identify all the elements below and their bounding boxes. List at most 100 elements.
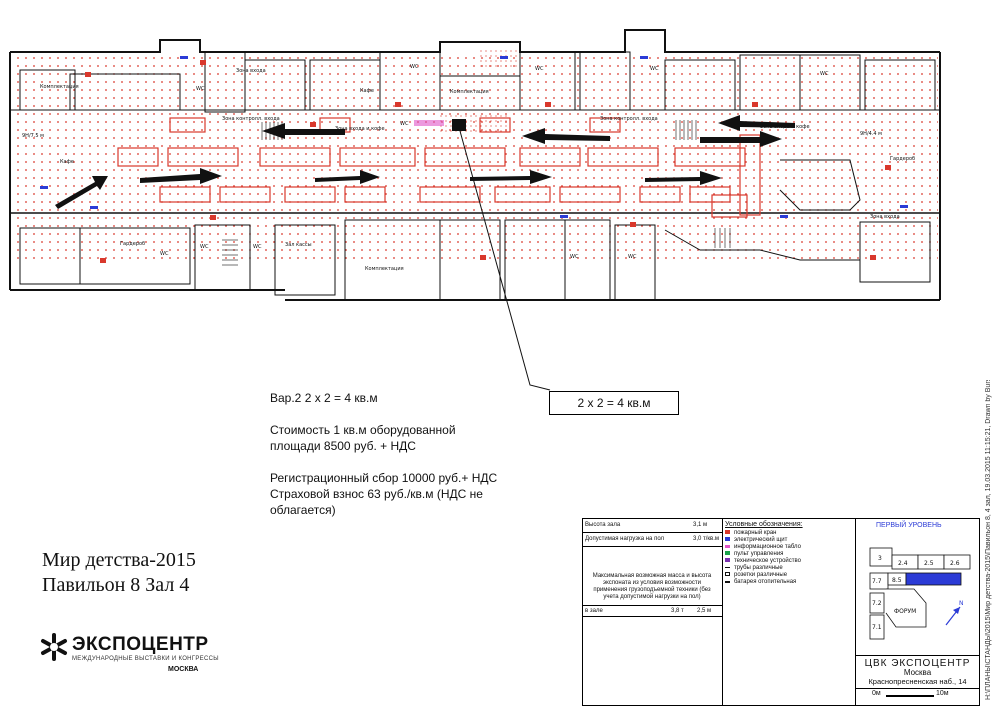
floor-load-row: Допустимая нагрузка на пол 3,0 т/кв.м xyxy=(583,533,722,547)
star-icon xyxy=(41,633,67,661)
selected-stand xyxy=(452,119,466,131)
pav-8-5: 8.5 xyxy=(892,577,902,584)
label-mark-left: 9Н/7.5 м xyxy=(22,133,44,139)
label-contr-right: Зона контролл. входа xyxy=(600,116,658,122)
legend-item: батарея отопительная xyxy=(725,579,853,586)
cost-line-1: Стоимость 1 кв.м оборудованной xyxy=(270,423,456,437)
org-name: ЦВК ЭКСПОЦЕНТР xyxy=(864,658,971,669)
flow-arrows xyxy=(55,115,795,209)
hall-height-label: Высота зала xyxy=(585,522,621,528)
in-hall-row: в зале 3,8 т 2,5 м xyxy=(583,605,722,617)
fire-hydrant-markers xyxy=(85,60,891,263)
pav-2-6: 2.6 xyxy=(950,560,960,567)
file-path-text: H:\ПЛАНЫ\СТАНДЫ\2015\Мир детства-2015\Па… xyxy=(985,380,992,700)
level-map: ПЕРВЫЙ УРОВЕНЬ 3 2.4 2.5 2.6 7.7 8.5 xyxy=(855,519,979,655)
legend-item: электрический щит xyxy=(725,537,853,544)
pav-3: 3 xyxy=(878,555,882,562)
label-vhod-right: Зона входа и кофе xyxy=(760,124,810,130)
pav-7-7: 7.7 xyxy=(872,578,882,585)
expocentre-logo: ЭКСПОЦЕНТР МЕЖДУНАРОДНЫЕ ВЫСТАВКИ И КОНГ… xyxy=(40,632,230,682)
event-subtitle: Павильон 8 Зал 4 xyxy=(42,574,190,596)
legend-item: пульт управления xyxy=(725,551,853,558)
label-wc: WC xyxy=(200,244,209,250)
label-wc: WC xyxy=(196,86,205,92)
pav-2-5: 2.5 xyxy=(924,560,934,567)
title-stamp: Высота зала 3,1 м Допустимая нагрузка на… xyxy=(582,518,980,706)
scale-right: 10м xyxy=(936,690,949,697)
info-board xyxy=(414,120,444,126)
scale-bar: 0м 10м xyxy=(856,688,979,701)
registration-fee: Регистрационный сбор 10000 руб.+ НДС xyxy=(270,471,498,485)
stand-outlines xyxy=(117,117,761,218)
callout-text: 2 х 2 = 4 кв.м xyxy=(577,396,651,410)
logo-tagline: МЕЖДУНАРОДНЫЕ ВЫСТАВКИ И КОНГРЕССЫ xyxy=(72,656,219,662)
label-wc: WC xyxy=(410,64,419,70)
north-arrow-icon xyxy=(945,606,961,626)
label-wc: WC xyxy=(535,66,544,72)
variant-text: Вар.2 2 х 2 = 4 кв.м xyxy=(270,391,378,405)
label-mark-right: 9Н/4.4 м xyxy=(860,131,882,137)
exhibition-area xyxy=(8,50,938,264)
legend-item: техническое устройство xyxy=(725,558,853,565)
label-wc: WC xyxy=(820,71,829,77)
floor-load-label: Допустимая нагрузка на пол xyxy=(585,536,665,542)
in-hall-mass: 3,8 т xyxy=(671,608,684,614)
hall-height-value: 3,1 м xyxy=(693,522,708,528)
org-city: Москва xyxy=(903,668,932,677)
callout-pointer xyxy=(459,130,551,391)
hall-params: Высота зала 3,1 м Допустимая нагрузка на… xyxy=(583,519,723,705)
label-gardero-left: Гардероб xyxy=(120,241,145,247)
label-vhod-right-lower: Зона входа xyxy=(870,214,900,220)
in-hall-height: 2,5 м xyxy=(697,608,712,614)
max-mass-text: Максимальная возможная масса и высота эк… xyxy=(592,573,712,600)
logo-name: ЭКСПОЦЕНТР xyxy=(72,634,209,655)
legend-item: информационное табло xyxy=(725,544,853,551)
legend-item: трубы различные xyxy=(725,565,853,572)
floor-load-value: 3,0 т/кв.м xyxy=(693,536,720,542)
room-labels: Комплектация Комплектация Комплектация Г… xyxy=(22,64,915,272)
level-title: ПЕРВЫЙ УРОВЕНЬ xyxy=(876,522,942,529)
stand-size-callout: 2 х 2 = 4 кв.м xyxy=(549,391,679,415)
label-wc: WC xyxy=(253,244,262,250)
legend: Условные обозначения: пожарный кран элек… xyxy=(725,521,853,611)
label-gardero-right: Гардероб xyxy=(890,156,915,162)
insurance-line-1: Страховой взнос 63 руб./кв.м (НДС не xyxy=(270,487,483,501)
label-wc: WC xyxy=(160,251,169,257)
label-vhod-left: Зона входа xyxy=(236,68,266,74)
label-kassy: Зал кассы xyxy=(285,242,312,248)
cost-line-2: площади 8500 руб. + НДС xyxy=(270,439,416,453)
label-kompl-top-left: Комплектация xyxy=(40,84,79,90)
legend-item: пожарный кран xyxy=(725,530,853,537)
walls xyxy=(9,29,941,301)
pav-2-4: 2.4 xyxy=(898,560,908,567)
label-kompl-bottom: Комплектация xyxy=(365,266,404,272)
label-kafe: Кафе xyxy=(60,159,74,165)
pav-7-2: 7.2 xyxy=(872,600,882,607)
electric-panel-markers xyxy=(40,56,908,218)
north-label: N xyxy=(959,600,964,607)
label-contr-left: Зона контролл. входа xyxy=(222,116,280,122)
label-vhod-mid: Зона входа и кофе xyxy=(335,126,385,132)
pav-7-1: 7.1 xyxy=(872,624,882,631)
legend-item: розетки различные xyxy=(725,572,853,579)
label-wc: WC xyxy=(400,121,409,127)
org-address: Краснопресненская наб., 14 xyxy=(868,677,967,686)
pricing-info: Вар.2 2 х 2 = 4 кв.м Стоимость 1 кв.м об… xyxy=(270,390,540,518)
label-kafe2: Кафе xyxy=(360,88,374,94)
in-hall-label: в зале xyxy=(585,608,603,614)
event-title: Мир детства-2015 xyxy=(42,549,196,571)
pavilion-map: 3 2.4 2.5 2.6 7.7 8.5 7.2 7.1 ФОРУМ N xyxy=(869,547,971,640)
label-wc: WC xyxy=(650,66,659,72)
legend-list: пожарный кран электрический щит информац… xyxy=(725,530,853,586)
insurance-line-2: облагается) xyxy=(270,503,336,517)
label-kompl-top-mid: Комплектация xyxy=(450,89,489,95)
label-wc: WC xyxy=(628,254,637,260)
scale-line xyxy=(886,695,934,697)
logo-city: МОСКВА xyxy=(168,666,199,673)
scale-left: 0м xyxy=(872,690,881,697)
org-block: ЦВК ЭКСПОЦЕНТР Москва Краснопресненская … xyxy=(855,655,979,705)
forum-label: ФОРУМ xyxy=(894,608,916,615)
legend-title: Условные обозначения: xyxy=(725,521,803,528)
hall-height-row: Высота зала 3,1 м xyxy=(583,519,722,533)
